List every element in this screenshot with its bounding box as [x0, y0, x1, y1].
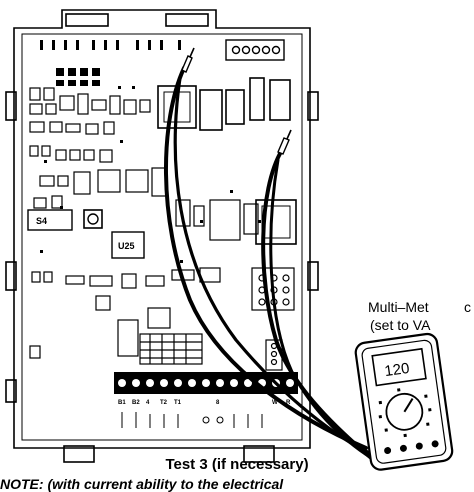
- right-connector-grid: [251, 267, 295, 311]
- circuitry-left: [29, 87, 167, 209]
- s4-component: S4: [27, 209, 103, 231]
- meter-display: [371, 347, 427, 387]
- top-pin-row: [40, 40, 181, 50]
- terminal-label: 8: [216, 400, 220, 406]
- meter-dial-ticks: [378, 388, 432, 438]
- test-lead-black: [164, 66, 368, 450]
- bottom-tab-left: [63, 445, 95, 463]
- test-lead-red: [261, 148, 378, 464]
- terminal-label: W: [272, 400, 278, 406]
- test-lead-black-2: [173, 76, 374, 456]
- terminal-label: T2: [160, 400, 168, 406]
- bottom-tab-right: [243, 445, 275, 463]
- terminal-label: T1: [174, 400, 182, 406]
- lower-component-stack: [117, 307, 283, 371]
- meter-name-label: Multi–Met: [368, 299, 429, 315]
- meter-setting-label: (set to VA: [370, 317, 431, 333]
- terminal-labels: B1 B2 4 T2 T1 8 W R: [118, 400, 291, 406]
- figure-caption: Test 3 (if necessary): [165, 456, 309, 473]
- test-lead-red-2: [269, 158, 392, 470]
- component-row-upper: [56, 68, 100, 86]
- terminal-label: B2: [132, 400, 140, 406]
- top-tab-left: [65, 13, 109, 27]
- probe-tip-upper: [181, 47, 195, 73]
- circuit-dots: [40, 86, 261, 263]
- top-tab-right: [165, 13, 209, 27]
- board-outline: [13, 9, 311, 449]
- circuitry-middle: [29, 199, 259, 359]
- side-clip-right-1: [307, 91, 319, 121]
- side-clip-left-3: [5, 379, 17, 403]
- side-clip-right-2: [307, 261, 319, 291]
- side-clip-left-2: [5, 261, 17, 291]
- terminal-label: B1: [118, 400, 126, 406]
- clipped-character: c: [464, 299, 471, 315]
- note-fragment: NOTE: (with current ability to the elect…: [0, 476, 284, 492]
- multimeter: 120: [354, 332, 454, 471]
- meter-jacks: [384, 440, 439, 455]
- terminal-symbols: [121, 412, 263, 428]
- u25-chip: U25: [111, 231, 145, 259]
- board-inner-rim: [21, 33, 303, 441]
- terminal-block: B1 B2 4 T2 T1 8 W R: [114, 372, 298, 428]
- terminal-label: 4: [146, 400, 150, 406]
- probe-tip-lower: [277, 129, 292, 155]
- terminal-label: R: [286, 400, 291, 406]
- s4-label: S4: [36, 216, 47, 226]
- side-clip-left-1: [5, 91, 17, 121]
- meter-display-reading: 120: [383, 360, 410, 380]
- top-right-connector: [225, 39, 285, 61]
- u25-label: U25: [118, 241, 135, 251]
